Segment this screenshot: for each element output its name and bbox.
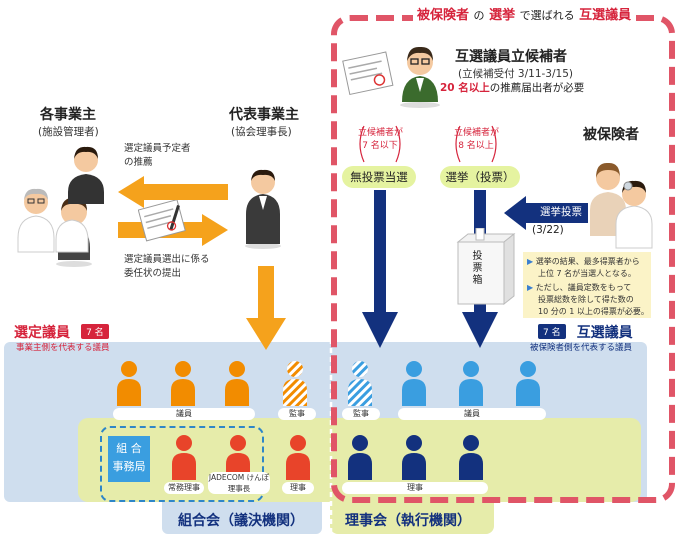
board-director-elected-1 — [348, 435, 372, 480]
board-director-elected-3 — [459, 435, 483, 480]
rep-employer-subtitle: (協会理事長) — [231, 126, 292, 138]
vote-label: 選挙投票 — [540, 206, 582, 218]
no-vote-down-arrow — [362, 190, 398, 348]
rep-employer-title: 代表事業主 — [229, 107, 299, 123]
board-label: 理事会（執行機関） — [345, 513, 471, 529]
employers-title: 各事業主 — [40, 107, 96, 123]
auditor-elected — [348, 361, 372, 406]
member-elected-2 — [459, 361, 483, 406]
member-selected-3 — [225, 361, 249, 406]
label-kanji-right: 監事 — [342, 408, 380, 420]
label-director-left: 理事 — [282, 482, 314, 494]
rep-employer-person-icon — [245, 169, 281, 249]
selected-title: 選定議員 7 名 — [14, 322, 109, 342]
case-high-condition: 立候補者が 8 名以上 — [454, 127, 500, 153]
board-tab — [330, 500, 494, 534]
insured-title: 被保険者 — [583, 127, 639, 143]
arrow-note-top-line2: の推薦 — [124, 157, 153, 168]
ballot-box-icon — [456, 228, 516, 306]
selected-count-badge: 7 名 — [81, 324, 109, 339]
member-selected-1 — [117, 361, 141, 406]
case-low-oval — [359, 125, 401, 163]
arrow-note-top-line1: 選定議員予定者 — [124, 143, 191, 154]
employers-subtitle: (施設管理者) — [38, 126, 99, 138]
vote-left-arrow — [504, 196, 588, 230]
headline: 被保険者 の 選挙 で選ばれる 互選議員 — [413, 4, 636, 23]
assembly-tab — [162, 500, 322, 534]
case-low-line2: 7 名以下 — [362, 141, 398, 151]
election-area-border — [331, 15, 675, 503]
note1-line1: 選挙の結果、最多得票者から — [535, 257, 640, 266]
rep-down-arrow — [246, 266, 286, 350]
case-low-line1: 立候補者が — [358, 128, 404, 138]
selected-title-text: 選定議員 — [14, 325, 70, 341]
label-director-right: 理事 — [342, 482, 488, 494]
elected-title-text: 互選議員 — [576, 325, 633, 341]
label-president-line2: 理事長 — [227, 484, 251, 493]
note-bullet-icon: ▶ — [527, 257, 534, 266]
union-office-badge: 組 合 事務局 — [108, 436, 150, 482]
union-office-line2: 事務局 — [112, 460, 146, 473]
label-giin-right: 議員 — [398, 408, 546, 420]
label-giin-left: 議員 — [113, 408, 255, 420]
proxy-document-icon — [138, 200, 186, 242]
case-high-result: 選挙（投票） — [440, 166, 520, 188]
case-low-result-text: 無投票当選 — [350, 170, 408, 184]
election-notes-box — [523, 252, 651, 318]
recommendation-form-icon — [342, 51, 394, 96]
vote-date: (3/22) — [532, 224, 564, 236]
case-low-result: 無投票当選 — [342, 166, 416, 188]
election-note-1: ▶ 選挙の結果、最多得票者から 上位 7 名が当選人となる。 — [527, 256, 640, 280]
candidate-person-icon — [400, 46, 440, 108]
board-director-left — [286, 435, 310, 480]
board-director-elected-2 — [402, 435, 426, 480]
member-selected-2 — [171, 361, 195, 406]
candidate-period: (立候補受付 3/11-3/15) — [458, 68, 573, 80]
note2-line2: 投票総数を除して得た数の — [538, 295, 634, 304]
note1-line2: 上位 7 名が当選人となる。 — [538, 269, 636, 278]
arrow-note-bottom-line2: 委任状の提出 — [124, 268, 182, 279]
label-president-line1: JADECOM けんぽ — [208, 473, 270, 482]
requirement-text: の推薦届出者が必要 — [489, 82, 585, 94]
union-office-group — [100, 426, 264, 502]
elected-title: 7 名 互選議員 — [538, 322, 633, 342]
note2-line1: ただし、議員定数をもって — [535, 283, 632, 292]
selected-desc: 事業主側を代表する議員 — [16, 343, 110, 353]
ballot-box-label: 投票箱 — [470, 250, 481, 286]
arrow-note-bottom: 選定議員選出に係る 委任状の提出 — [124, 253, 210, 281]
insured-group-icon — [590, 162, 653, 249]
arrow-note-top: 選定議員予定者 の推薦 — [124, 142, 191, 170]
candidate-requirement: 20 名以上の推薦届出者が必要 — [440, 80, 584, 95]
note2-line3: 10 分の 1 以上の得票が必要。 — [538, 307, 649, 316]
label-kanji-left: 監事 — [278, 408, 316, 420]
case-high-line2: 8 名以上 — [458, 141, 494, 151]
assembly-label: 組合会（議決機関） — [178, 513, 304, 529]
divider-line — [329, 330, 333, 540]
case-high-line1: 立候補者が — [454, 128, 500, 138]
arrow-to-employers — [118, 176, 228, 208]
election-note-2: ▶ ただし、議員定数をもって 投票総数を除して得た数の 10 分の 1 以上の得… — [527, 282, 649, 318]
case-low-condition: 立候補者が 7 名以下 — [358, 127, 404, 153]
label-executive: 常務理事 — [164, 482, 204, 494]
arrow-note-bottom-line1: 選定議員選出に係る — [124, 254, 210, 265]
member-elected-3 — [516, 361, 540, 406]
requirement-number: 20 名以上 — [440, 82, 490, 94]
case-high-oval — [455, 125, 497, 163]
employers-group-icon — [17, 146, 104, 267]
auditor-selected — [283, 361, 307, 406]
elected-desc: 被保険者側を代表する議員 — [530, 343, 633, 353]
member-elected-1 — [402, 361, 426, 406]
elected-count-badge: 7 名 — [538, 324, 566, 339]
label-president: JADECOM けんぽ 理事長 — [208, 472, 270, 494]
case-high-result-text: 選挙（投票） — [445, 170, 515, 184]
board-executive — [172, 435, 196, 480]
union-office-line1: 組 合 — [116, 442, 142, 455]
candidate-title: 互選議員立候補者 — [455, 49, 567, 65]
note-bullet-icon: ▶ — [527, 283, 534, 292]
